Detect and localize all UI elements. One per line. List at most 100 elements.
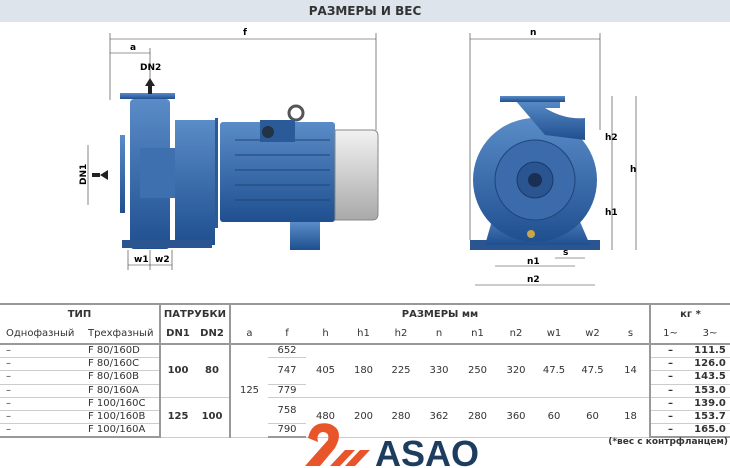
dimensions-table: ТИП ПАТРУБКИ РАЗМЕРЫ мм кг * Однофазный …: [0, 303, 730, 439]
table-row: – F 80/160D 100 80 125 652 405 180 225 3…: [0, 344, 730, 438]
h2: 225: [382, 344, 420, 398]
weight-1ph: –: [649, 344, 690, 358]
w1: 47.5: [535, 344, 573, 398]
col-s: s: [612, 324, 650, 345]
single-phase: –: [0, 384, 82, 398]
weight-1ph: –: [649, 423, 690, 439]
dim-f: f: [243, 28, 247, 38]
s: 18: [612, 397, 650, 438]
h: 405: [306, 344, 345, 398]
weight-3ph: 165.0: [690, 423, 730, 439]
dn1: 125: [159, 397, 195, 438]
header-dims: РАЗМЕРЫ мм: [229, 303, 650, 324]
col-n2: n2: [497, 324, 535, 345]
pump-dimension-drawing: f a DN2 DN1 w1 w2 n h h2 h1 n1 n2 s: [79, 28, 636, 286]
front-view-pump: [470, 96, 600, 250]
dn1: 100: [159, 344, 195, 398]
col-h: h: [306, 324, 345, 345]
col-w2: w2: [573, 324, 612, 345]
col-h2: h2: [382, 324, 420, 345]
weight-1ph: –: [649, 397, 690, 412]
table-row: – F 80/160C 747 – 126.0: [0, 357, 730, 385]
col-a: a: [229, 324, 268, 345]
col-dn2: DN2: [195, 324, 230, 345]
n: 330: [420, 344, 458, 398]
dim-s: s: [563, 248, 568, 258]
n1: 250: [458, 344, 497, 398]
dim-h1: h1: [605, 208, 618, 218]
dim-n1: n1: [527, 257, 540, 267]
model: F 80/160D: [82, 344, 160, 358]
header-type: ТИП: [0, 303, 160, 324]
dim-dn2: DN2: [140, 63, 161, 73]
a: 125: [229, 344, 268, 438]
table-row: – F 100/160C 125 100 758 480 200 280 362…: [0, 397, 730, 438]
model: F 100/160B: [82, 410, 160, 425]
table-row: – F 80/160A 779 – 153.0: [0, 384, 730, 398]
model: F 100/160C: [82, 397, 160, 412]
f: 758: [268, 397, 306, 425]
weight-3ph: 153.7: [690, 410, 730, 425]
col-1ph: 1~: [649, 324, 690, 345]
table-row: – F 80/160B – 143.5: [0, 370, 730, 385]
n1: 280: [458, 397, 497, 438]
dim-a: a: [130, 43, 136, 53]
header-ports: ПАТРУБКИ: [159, 303, 230, 324]
weight-1ph: –: [649, 384, 690, 398]
dim-w2: w2: [155, 255, 170, 265]
dn2: 100: [195, 397, 230, 438]
weight-1ph: –: [649, 410, 690, 425]
header-weight: кг *: [649, 303, 730, 324]
weight-1ph: –: [649, 370, 690, 385]
model: F 80/160C: [82, 357, 160, 372]
w2: 60: [573, 397, 612, 438]
w1: 60: [535, 397, 573, 438]
single-phase: –: [0, 344, 82, 358]
weight-3ph: 126.0: [690, 357, 730, 372]
dim-w1: w1: [134, 255, 149, 265]
weight-note: (*вес с контрфланцем): [608, 437, 728, 447]
asao-logo: ASAO: [305, 423, 479, 468]
col-h1: h1: [345, 324, 382, 345]
weight-3ph: 153.0: [690, 384, 730, 398]
model: F 100/160A: [82, 423, 160, 439]
logo-text: ASAO: [375, 433, 479, 468]
weight-1ph: –: [649, 357, 690, 372]
col-n1: n1: [458, 324, 497, 345]
col-three-phase: Трехфазный: [82, 324, 160, 345]
col-single-phase: Однофазный: [0, 324, 82, 345]
col-dn1: DN1: [159, 324, 195, 345]
model: F 80/160A: [82, 384, 160, 398]
f: 790: [268, 423, 306, 439]
single-phase: –: [0, 370, 82, 385]
n: 362: [420, 397, 458, 438]
weight-3ph: 139.0: [690, 397, 730, 412]
single-phase: –: [0, 357, 82, 372]
table-row: – F 100/160A 790 – 165.0: [0, 423, 730, 439]
h1: 180: [345, 344, 382, 398]
n2: 320: [497, 344, 535, 398]
col-3ph: 3~: [690, 324, 730, 345]
side-view-pump: [120, 93, 379, 250]
dim-dn1: DN1: [79, 164, 89, 185]
h2: 280: [382, 397, 420, 438]
f: 779: [268, 384, 306, 398]
dim-h: h: [630, 165, 636, 175]
f: 652: [268, 344, 306, 358]
h1: 200: [345, 397, 382, 438]
dn2: 80: [195, 344, 230, 398]
page-title: РАЗМЕРЫ И ВЕС: [0, 0, 730, 22]
dim-n2: n2: [527, 275, 540, 285]
col-w1: w1: [535, 324, 573, 345]
dim-n: n: [530, 28, 536, 38]
f: 747: [268, 357, 306, 385]
weight-3ph: 111.5: [690, 344, 730, 358]
dim-h2: h2: [605, 133, 618, 143]
model: F 80/160B: [82, 370, 160, 385]
w2: 47.5: [573, 344, 612, 398]
single-phase: –: [0, 397, 82, 412]
table-row: – F 100/160B – 153.7: [0, 410, 730, 425]
s: 14: [612, 344, 650, 398]
weight-3ph: 143.5: [690, 370, 730, 385]
single-phase: –: [0, 410, 82, 425]
